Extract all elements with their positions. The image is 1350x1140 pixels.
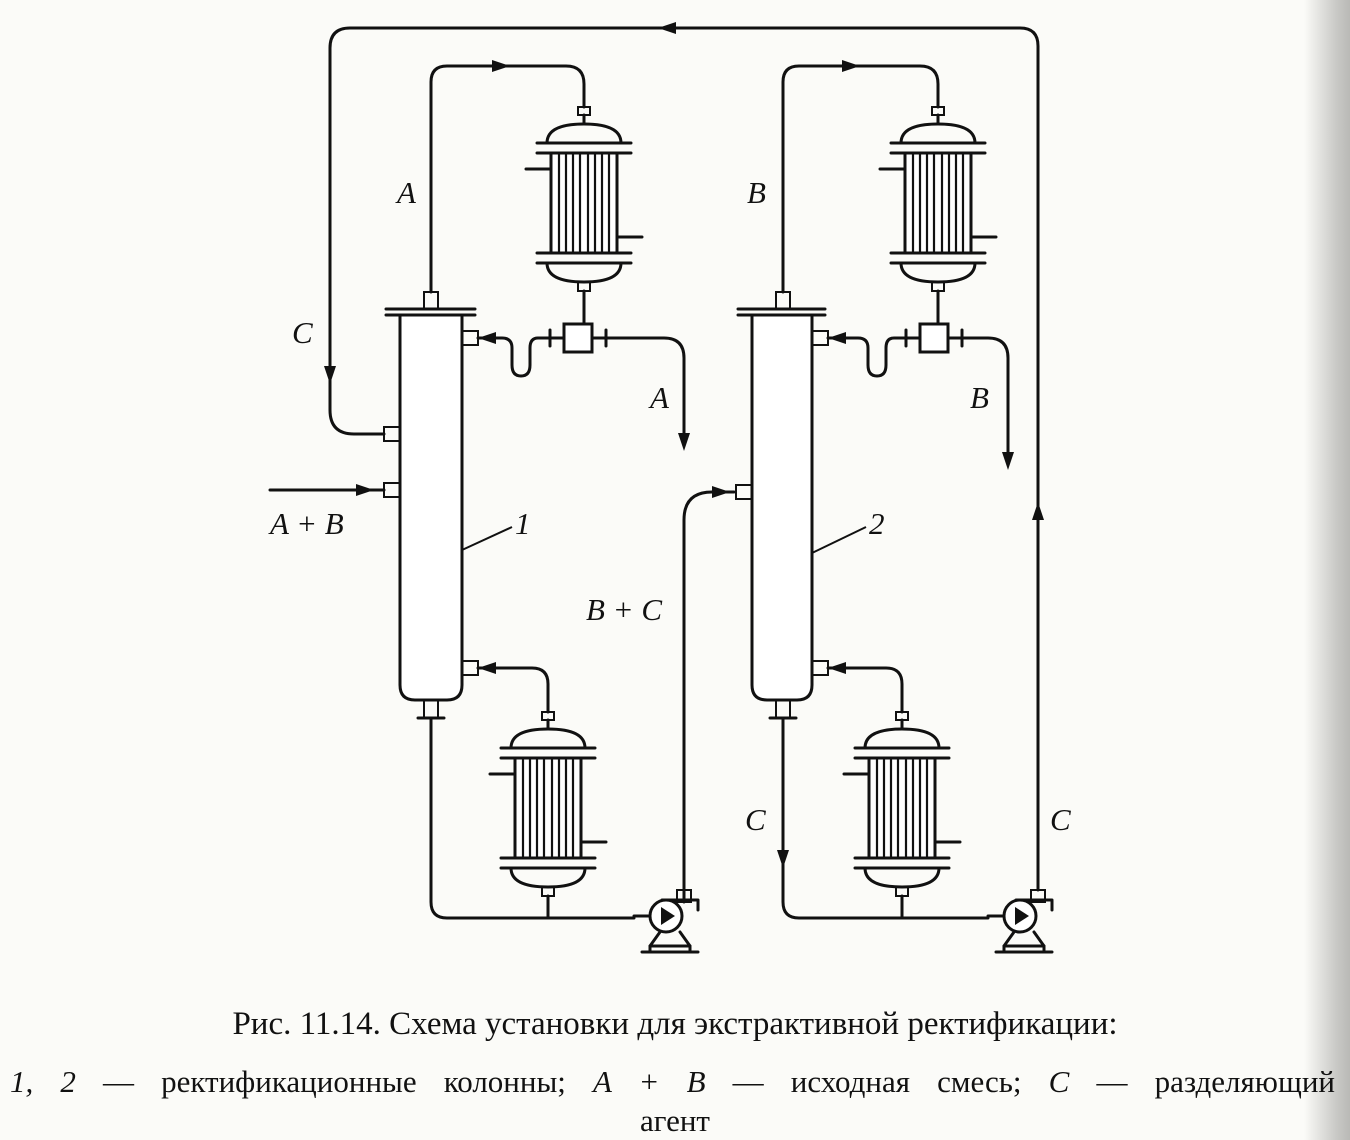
distillate-line-b [960,336,1010,457]
pump-2 [986,898,1054,954]
bottoms-line-1 [429,716,636,920]
flow-arrow [324,366,336,384]
transfer-label-bc: B + C [586,592,662,627]
feed-label: A + B [268,506,344,541]
flow-arrow [777,850,789,868]
flow-arrow [712,486,730,498]
flow-arrow [1032,502,1044,520]
reboiler-return-1 [476,666,550,714]
flow-arrow [828,662,846,674]
flow-arrow [492,60,510,72]
condenser-2 [878,105,998,293]
figure-caption-legend: 1, 2 — ректификационные колонны; A + B —… [10,1066,1335,1097]
distillate-line-a [604,336,686,438]
legend-agent: C [1048,1064,1070,1099]
reflux-line-1 [476,336,552,378]
reflux-splitter-1 [548,322,608,354]
legend-text-1: — ректификационные колонны; [75,1064,594,1099]
bottoms-line-2 [781,716,990,920]
agent-label-c: C [292,315,313,350]
column-2-number: 2 [869,506,885,541]
reboiler-2 [842,710,962,898]
page-edge-shadow [1304,0,1350,1140]
agent-recycle-line [328,26,1040,892]
flow-arrow [678,433,690,451]
vapor-label-b: B [747,175,766,210]
column-2 [735,291,867,720]
flow-arrow [842,60,860,72]
reflux-line-2 [826,336,908,378]
pump-1 [632,898,700,954]
legend-column-numbers: 1, 2 [10,1064,76,1099]
reboiler-return-2 [826,666,904,714]
figure-caption-title: Рис. 11.14. Схема установки для экстракт… [232,1006,1118,1042]
figure-caption-legend-continuation: агент [640,1103,710,1138]
reboiler-1 [488,710,608,898]
condenser-1 [524,105,644,293]
flow-arrow [658,22,676,34]
distillate-label-a: A [648,380,670,415]
flow-arrow [828,332,846,344]
column-1 [383,291,513,720]
flow-arrow [1002,452,1014,470]
bottoms-label-c: C [745,802,766,837]
reflux-splitter-2 [904,322,964,354]
flow-arrow [356,484,374,496]
flow-arrow [478,332,496,344]
legend-text-3: — разделяющий [1069,1064,1335,1099]
column-1-number: 1 [515,506,531,541]
flow-arrow [478,662,496,674]
recycle-label-c: C [1050,802,1071,837]
legend-text-2: — исходная смесь; [705,1064,1049,1099]
distillate-label-b: B [970,380,989,415]
legend-feed: A + B [593,1064,706,1099]
transfer-line-bc [682,490,736,904]
extractive-distillation-scheme: 1 A A B + C A + B [268,22,1071,954]
vapor-label-a: A [395,175,417,210]
